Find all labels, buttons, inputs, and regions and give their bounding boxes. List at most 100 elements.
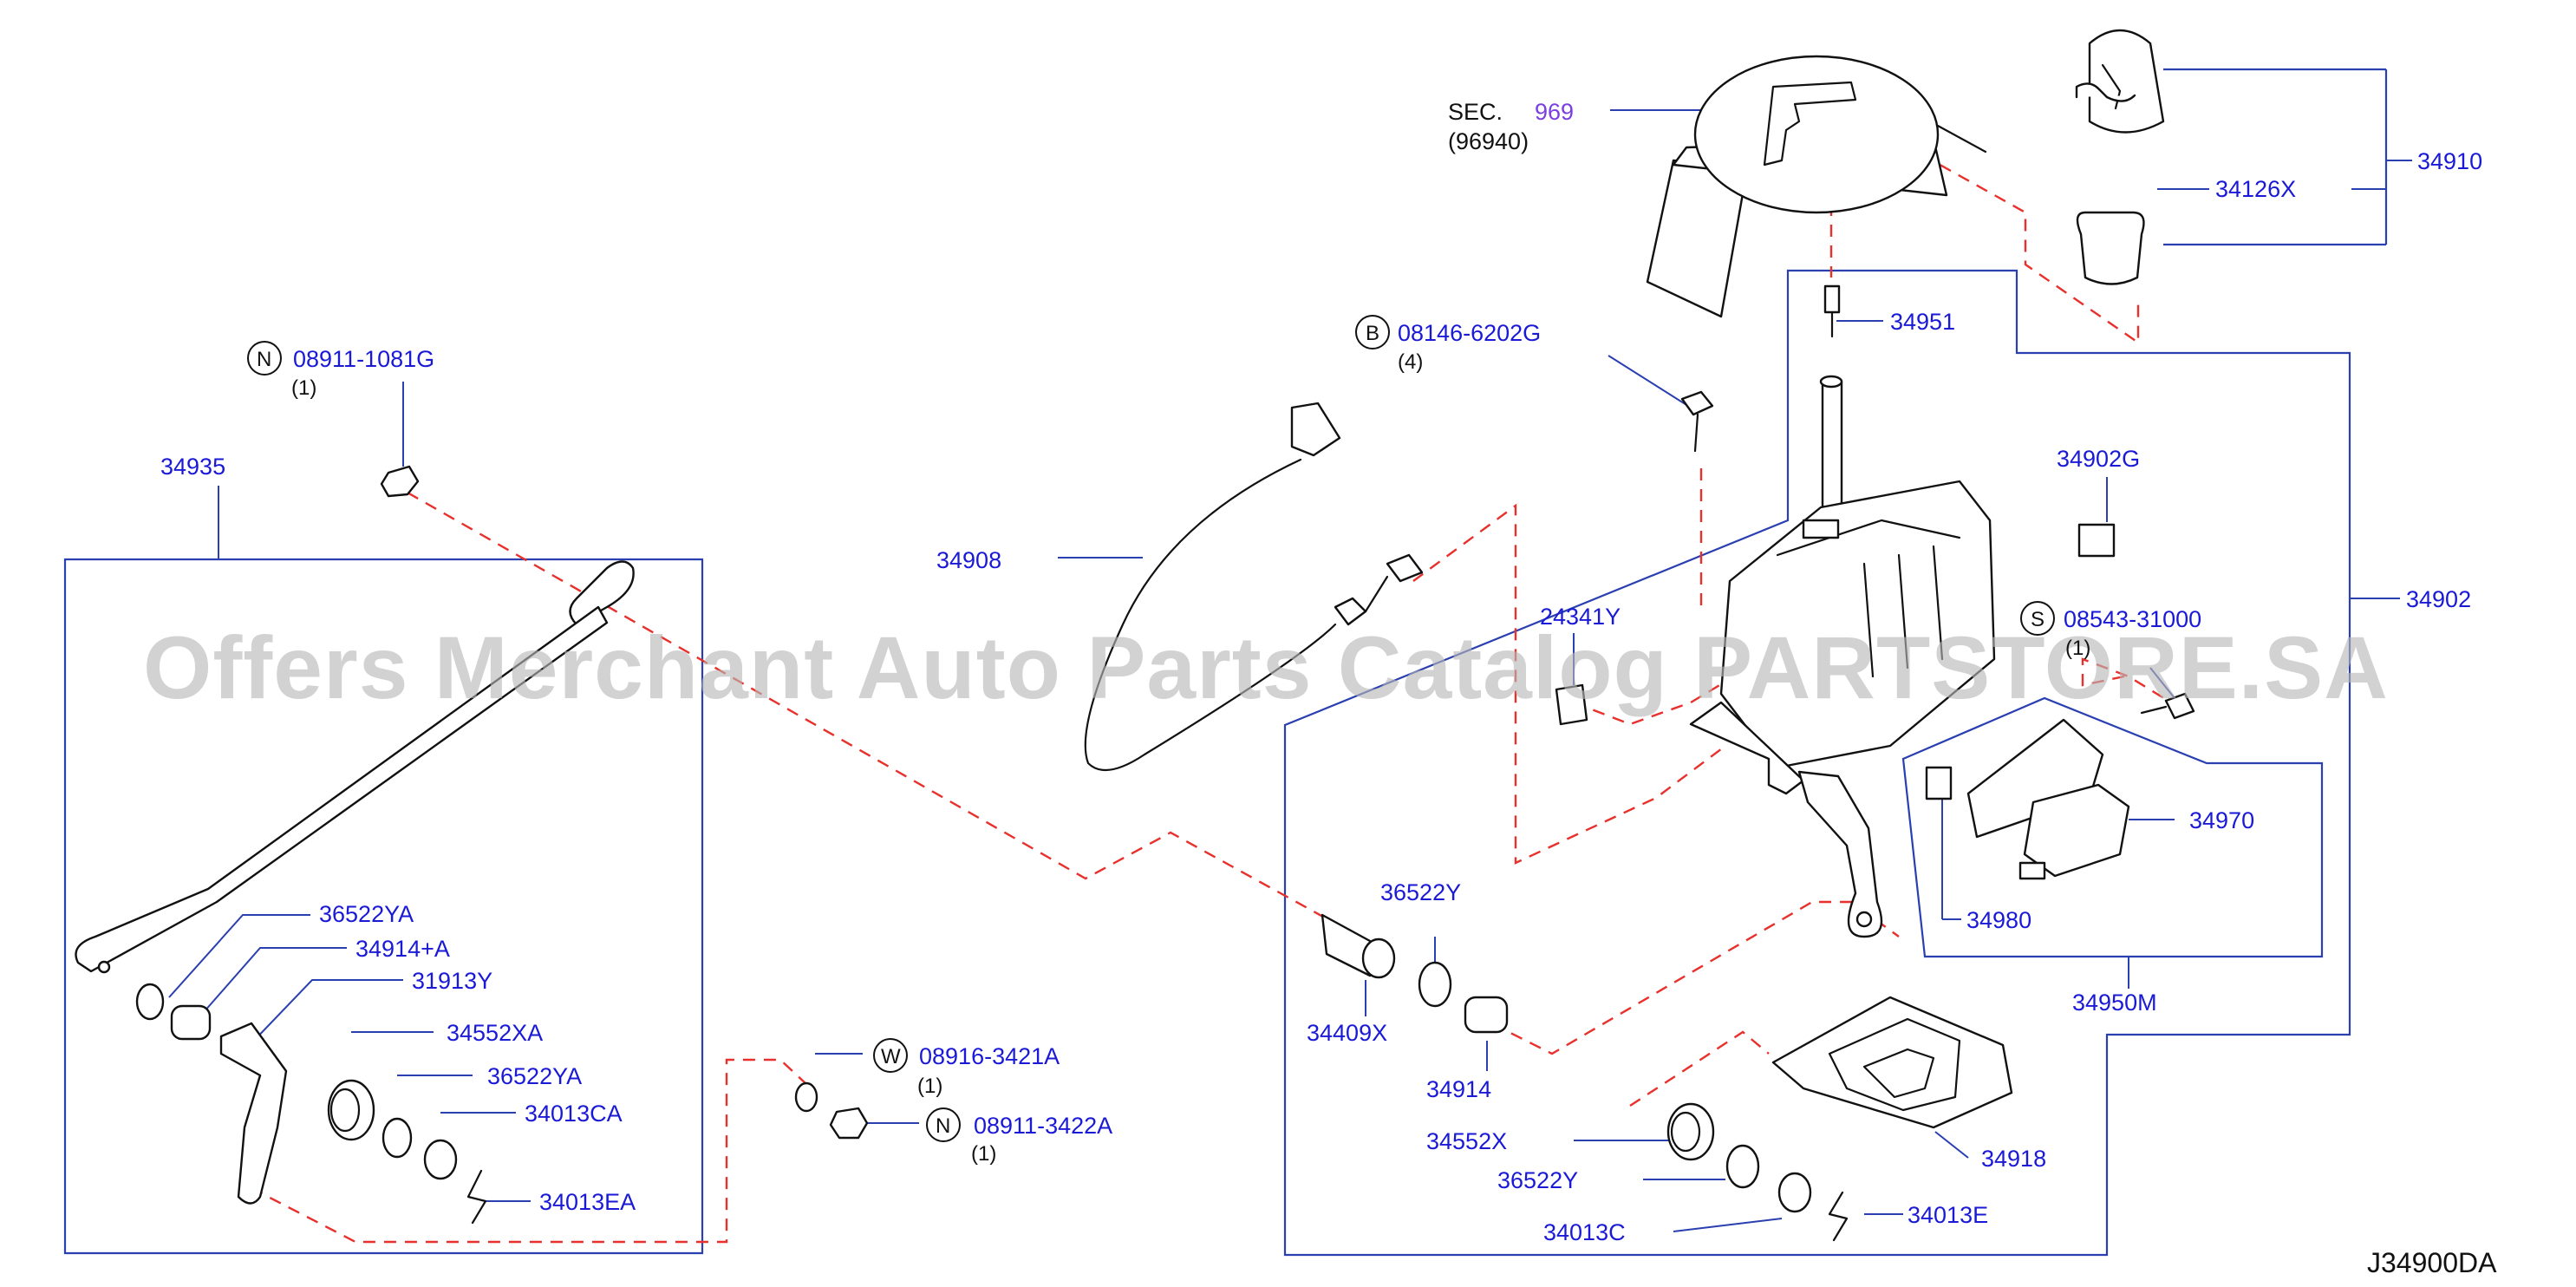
rod-34935-illustration bbox=[75, 560, 635, 974]
washer-34013ca-illustration bbox=[423, 1139, 458, 1180]
part-label-34950m[interactable]: 34950M bbox=[2072, 990, 2157, 1016]
part-label-34908[interactable]: 34908 bbox=[936, 547, 1001, 573]
fastener-n08911-3422a[interactable]: N 08911-3422A (1) bbox=[926, 1107, 1112, 1166]
watermark: Offers Merchant Auto Parts Catalog PARTS… bbox=[143, 618, 2389, 717]
fastener-number-n08911-1081g[interactable]: 08911-1081G bbox=[293, 346, 434, 372]
cable-34908-illustration bbox=[1084, 402, 1424, 772]
guide-24341y bbox=[1573, 675, 1735, 726]
part-label-34918[interactable]: 34918 bbox=[1981, 1146, 2046, 1172]
part-label-34910[interactable]: 34910 bbox=[2417, 148, 2482, 174]
module-34970-illustration bbox=[2018, 783, 2130, 880]
fastener-b08146[interactable]: B 08146-6202G (4) bbox=[1355, 315, 1541, 374]
badge-circle-s bbox=[2020, 601, 2055, 636]
plate-34950m-illustration bbox=[1966, 718, 2104, 839]
part-label-36522y-2[interactable]: 36522Y bbox=[1497, 1167, 1578, 1193]
washer-08916-illustration bbox=[794, 1081, 818, 1113]
boot-34918-illustration bbox=[1771, 996, 2013, 1129]
fastener-s08543[interactable]: S 08543-31000 (1) bbox=[2020, 601, 2201, 660]
grommet-34552x-illustration bbox=[1666, 1102, 1715, 1161]
section-reference: SEC. 969 (96940) bbox=[1448, 99, 1574, 154]
fastener-qty-n08911-3422a: (1) bbox=[971, 1142, 996, 1166]
part-label-34409x[interactable]: 34409X bbox=[1307, 1020, 1387, 1046]
shift-housing-illustration bbox=[1689, 375, 1996, 938]
part-label-34013ea[interactable]: 34013EA bbox=[539, 1189, 636, 1215]
fastener-w08916[interactable]: W 08916-3421A (1) bbox=[873, 1038, 1060, 1098]
fastener-qty-n08911-1081g: (1) bbox=[291, 376, 316, 400]
fastener-qty-b08146: (4) bbox=[1398, 350, 1423, 374]
part-label-34914a[interactable]: 34914+A bbox=[355, 936, 450, 962]
part-label-36522y[interactable]: 36522Y bbox=[1380, 879, 1461, 905]
fastener-number-s08543[interactable]: 08543-31000 bbox=[2064, 606, 2201, 632]
section-sub: (96940) bbox=[1448, 128, 1529, 154]
part-label-34126x[interactable]: 34126X bbox=[2215, 176, 2296, 202]
block-34902g-illustration bbox=[2077, 523, 2116, 558]
guide-screw bbox=[2081, 657, 2186, 713]
part-label-34902[interactable]: 34902 bbox=[2406, 586, 2471, 612]
washer-36522ya-2-illustration bbox=[382, 1117, 413, 1159]
guide-knob bbox=[1830, 102, 2140, 345]
washer-36522y-illustration bbox=[1418, 961, 1452, 1008]
box-34935-assembly bbox=[63, 558, 704, 1255]
indicator-panel-illustration bbox=[1646, 55, 1987, 318]
clip-34013ea-illustration bbox=[466, 1169, 487, 1225]
guide-lower-bushing bbox=[1629, 1030, 1770, 1107]
part-label-36522ya-2[interactable]: 36522YA bbox=[487, 1063, 582, 1089]
pivot-34409x-illustration bbox=[1321, 913, 1396, 979]
pin-34951-illustration bbox=[1823, 284, 1841, 338]
fastener-qty-s08543: (1) bbox=[2065, 637, 2090, 660]
section-prefix: SEC. bbox=[1448, 99, 1503, 125]
shift-knob-illustration bbox=[2075, 29, 2165, 285]
part-labels: 34910 34126X 34951 34902G 34902 24341Y 3… bbox=[160, 148, 2482, 1245]
part-label-34013c[interactable]: 34013C bbox=[1543, 1219, 1626, 1245]
fastener-n08911-1081g[interactable]: N 08911-1081G (1) bbox=[247, 341, 434, 400]
badge-circle-w bbox=[873, 1038, 908, 1073]
part-label-34552x[interactable]: 34552X bbox=[1426, 1128, 1507, 1154]
screw-illustration bbox=[2140, 692, 2195, 720]
diagram-id: J34900DA bbox=[2367, 1247, 2497, 1278]
part-label-34013e[interactable]: 34013E bbox=[1908, 1202, 1988, 1228]
part-label-24341y[interactable]: 24341Y bbox=[1540, 604, 1621, 630]
badge-letter-n-2: N bbox=[936, 1114, 950, 1138]
bolt-illustration bbox=[1680, 390, 1714, 453]
clip-24341y-illustration bbox=[1555, 683, 1588, 726]
lever-31913y-illustration bbox=[219, 1022, 288, 1205]
part-label-34914[interactable]: 34914 bbox=[1426, 1076, 1491, 1102]
part-label-34902g[interactable]: 34902G bbox=[2057, 446, 2140, 472]
part-label-34013ca[interactable]: 34013CA bbox=[525, 1101, 623, 1127]
badge-circle-n-2 bbox=[926, 1107, 961, 1142]
group-boxes bbox=[63, 68, 2388, 1257]
fastener-callouts: B 08146-6202G (4) N 08911-1081G (1) S 08… bbox=[247, 315, 2201, 1166]
section-link-969[interactable]: 969 bbox=[1535, 99, 1574, 125]
fastener-number-w08916[interactable]: 08916-3421A bbox=[919, 1043, 1060, 1069]
part-label-34951[interactable]: 34951 bbox=[1890, 309, 1955, 335]
block-34980-illustration bbox=[1925, 766, 1953, 800]
guide-lower-left bbox=[251, 1058, 807, 1244]
bushing-34914-illustration bbox=[1464, 996, 1509, 1034]
badge-circle-b bbox=[1355, 315, 1390, 350]
part-label-31913y[interactable]: 31913Y bbox=[412, 968, 492, 994]
part-label-34980[interactable]: 34980 bbox=[1966, 907, 2031, 933]
badge-letter-n: N bbox=[257, 348, 271, 371]
badge-letter-s: S bbox=[2031, 608, 2044, 631]
fastener-number-n08911-3422a[interactable]: 08911-3422A bbox=[974, 1113, 1112, 1139]
fastener-qty-w08916: (1) bbox=[917, 1075, 942, 1098]
leader-s08543 bbox=[2149, 667, 2175, 699]
leader-34013c bbox=[1673, 1218, 1783, 1232]
leader-31913y bbox=[249, 979, 403, 1046]
part-label-36522ya[interactable]: 36522YA bbox=[319, 901, 414, 927]
leader-b08146 bbox=[1608, 355, 1692, 408]
leader-34918 bbox=[1934, 1131, 1969, 1159]
badge-letter-b: B bbox=[1366, 322, 1379, 345]
part-label-34552xa[interactable]: 34552XA bbox=[447, 1020, 543, 1046]
grommet-34552xa-illustration bbox=[327, 1079, 375, 1141]
washer-34013c-illustration bbox=[1777, 1172, 1812, 1213]
nut-08911-3422a-illustration bbox=[829, 1107, 869, 1140]
leader-34914a bbox=[197, 947, 347, 1020]
part-label-34935[interactable]: 34935 bbox=[160, 454, 225, 480]
washer-36522y-2-illustration bbox=[1725, 1144, 1760, 1189]
part-label-34970[interactable]: 34970 bbox=[2189, 807, 2254, 833]
fastener-number-b08146[interactable]: 08146-6202G bbox=[1398, 320, 1541, 346]
part-drawings bbox=[75, 29, 2195, 1242]
badge-letter-w: W bbox=[881, 1045, 901, 1068]
